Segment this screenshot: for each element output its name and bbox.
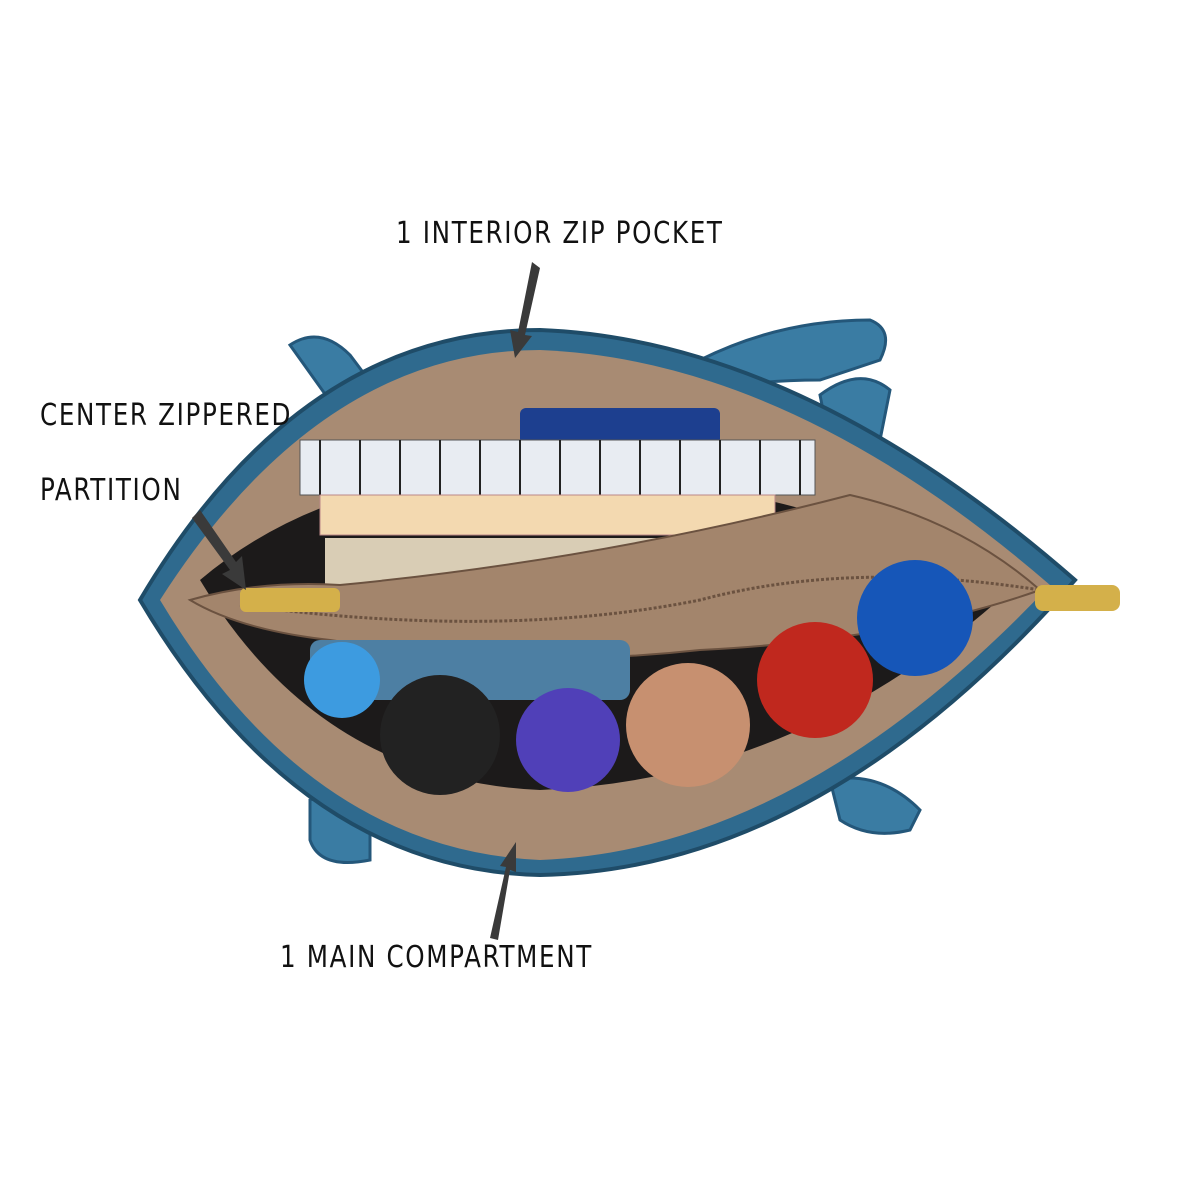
arrow-main-compartment: [490, 842, 516, 940]
label-center-partition-line2: PARTITION: [40, 473, 183, 508]
label-interior-zip-pocket: 1 INTERIOR ZIP POCKET: [396, 216, 724, 251]
label-main-compartment: 1 MAIN COMPARTMENT: [280, 940, 593, 975]
arrow-interior-zip-pocket: [510, 262, 540, 358]
notebook: [299, 408, 816, 603]
label-center-partition-line1: CENTER ZIPPERED: [40, 398, 293, 433]
partition-zipper-pull: [240, 588, 340, 612]
annotation-arrows: [192, 262, 540, 940]
arrow-center-partition: [192, 510, 246, 590]
main-zipper-pull: [1035, 585, 1120, 611]
bag-items: [304, 560, 973, 795]
